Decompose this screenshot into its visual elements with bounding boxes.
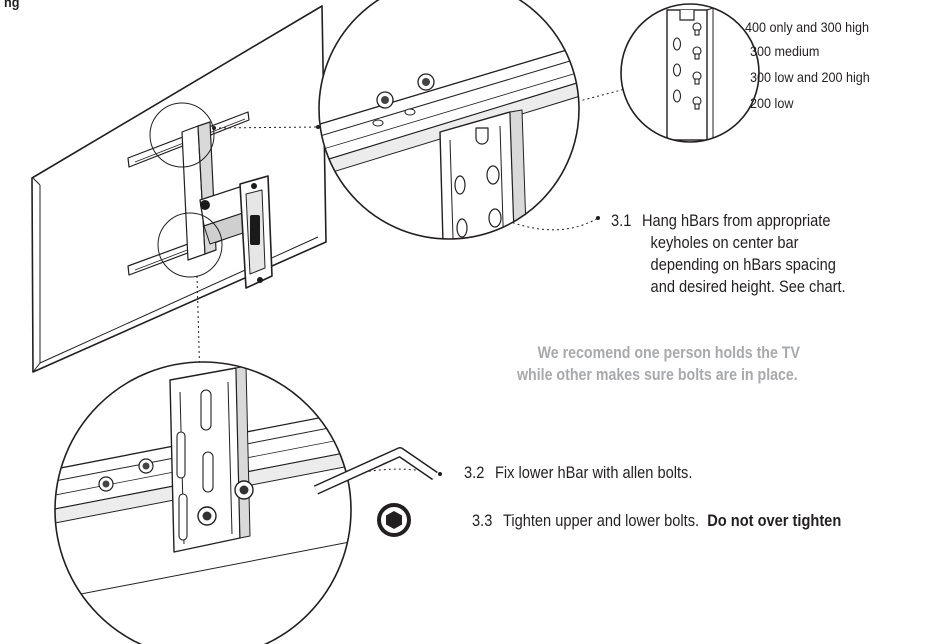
lower-allen-bolts xyxy=(197,480,254,526)
partial-heading: ng xyxy=(4,0,20,10)
step-warning: Do not over tighten xyxy=(707,511,842,530)
step-text-line: keyholes on center bar xyxy=(650,233,799,252)
step-text-line: and desired height. See chart. xyxy=(650,277,846,296)
hole-label-300-medium: 300 medium xyxy=(750,43,820,59)
hex-socket-icon xyxy=(377,503,411,537)
wall-mount-assembly xyxy=(127,111,273,289)
tv-panel xyxy=(31,5,327,373)
hole-label-200-low: 200 low xyxy=(750,95,794,111)
hole-chart-detail xyxy=(621,4,759,142)
upper-detail-marker xyxy=(149,102,215,168)
lower-zoom-detail xyxy=(55,362,351,644)
step-number: 3.3 xyxy=(472,511,493,530)
step-number: 3.1 xyxy=(611,211,632,230)
step-text-line: Hang hBars from appropriate xyxy=(641,211,831,230)
lower-detail-marker xyxy=(157,212,223,278)
step-3-3: 3.3 Tighten upper and lower bolts. Do not… xyxy=(472,510,841,532)
step-3-1: 3.1 Hang hBars from appropriate keyholes … xyxy=(611,210,846,298)
upper-zoom-detail xyxy=(319,0,579,239)
hole-label-400-300-high: 400 only and 300 high xyxy=(745,19,870,35)
upper-bolt xyxy=(376,73,435,109)
note-line: We recomend one person holds the TV xyxy=(537,344,800,362)
step-text: Fix lower hBar with allen bolts. xyxy=(494,463,693,482)
step-text: Tighten upper and lower bolts. xyxy=(502,511,700,530)
step-number: 3.2 xyxy=(464,463,485,482)
step-3-2: 3.2 Fix lower hBar with allen bolts. xyxy=(464,462,692,484)
step-text-line: depending on hBars spacing xyxy=(650,255,836,274)
hole-label-300-low-200-high: 300 low and 200 high xyxy=(750,69,870,85)
note-line: while other makes sure bolts are in plac… xyxy=(517,366,798,384)
safety-note: We recomend one person holds the TV whil… xyxy=(517,342,800,386)
allen-key-tool xyxy=(313,447,438,495)
